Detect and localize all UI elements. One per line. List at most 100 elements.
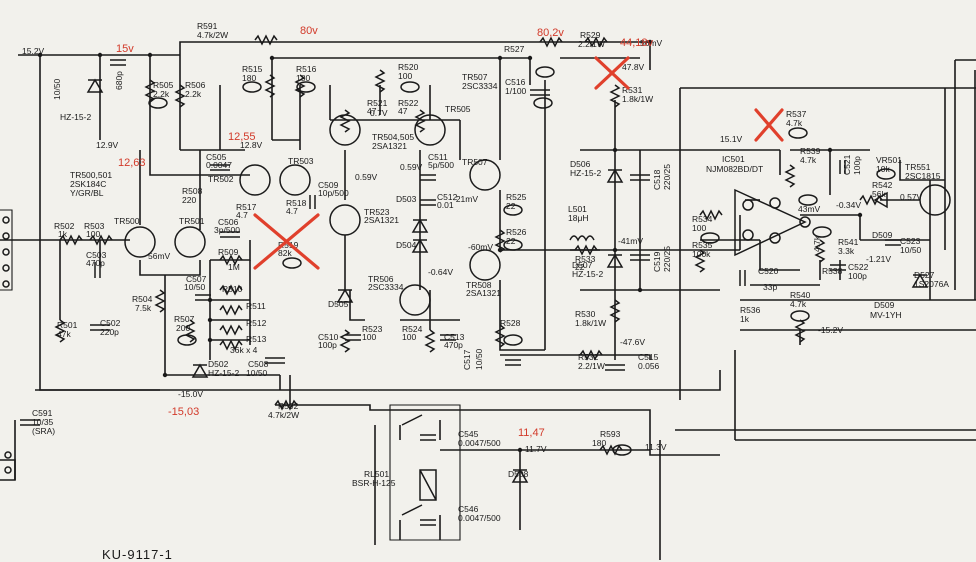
label-d503: D503 bbox=[396, 194, 417, 204]
type-c591: (SRA) bbox=[32, 426, 55, 436]
value-tr523: 2SA1321 bbox=[364, 215, 399, 225]
value-r509: 1M bbox=[228, 262, 240, 272]
label-r524: R524 bbox=[402, 324, 423, 334]
net-v21mv: -21mV bbox=[453, 194, 478, 204]
value-r524: 100 bbox=[402, 332, 416, 342]
annotation-12-55: 12,55 bbox=[228, 131, 256, 143]
value-r532: 2.2/1W bbox=[578, 361, 605, 371]
value-r539: 4.7k bbox=[800, 155, 817, 165]
label-d504: D504 bbox=[396, 240, 417, 250]
label-tr508: TR508 bbox=[466, 280, 492, 290]
value-r506: 2.2k bbox=[185, 89, 202, 99]
label-c502: C502 bbox=[100, 318, 121, 328]
label-r503: R503 bbox=[84, 221, 105, 231]
net-v1-21: -1.21V bbox=[866, 254, 891, 264]
value-c521: 100p bbox=[852, 156, 862, 175]
label-r509: R509 bbox=[218, 247, 239, 257]
value-c510: 100p bbox=[318, 340, 337, 350]
label-r536: R536 bbox=[740, 305, 761, 315]
label-c503: C503 bbox=[86, 250, 107, 260]
label-c508: C508 bbox=[248, 359, 269, 369]
label-r520: R520 bbox=[398, 62, 419, 72]
value-tr507: 2SC3334 bbox=[462, 81, 498, 91]
value-r536: 1k bbox=[740, 314, 750, 324]
net-v15-1: 15.1V bbox=[720, 134, 743, 144]
value-rl501: BSR-H-125 bbox=[352, 478, 396, 488]
label-tr507: TR507 bbox=[462, 72, 488, 82]
net-v43mv: 43mV bbox=[798, 204, 821, 214]
value-c545: 0.0047/500 bbox=[458, 438, 501, 448]
label-r527: R527 bbox=[504, 44, 525, 54]
label-c519: C519 bbox=[652, 251, 662, 272]
label-d501: HZ-15-2 bbox=[60, 112, 91, 122]
label-l501: L501 bbox=[568, 204, 587, 214]
label-r535: R535 bbox=[692, 240, 713, 250]
label-r507: R507 bbox=[174, 314, 195, 324]
value-c503: 470p bbox=[86, 258, 105, 268]
label-d509: D509 bbox=[874, 300, 895, 310]
value-r518: 4.7 bbox=[286, 206, 298, 216]
label-d502: D502 bbox=[208, 359, 229, 369]
net-v11-7: 11.7V bbox=[525, 444, 547, 454]
value-r501: 47k bbox=[57, 329, 71, 339]
value-c505: 0.0047 bbox=[206, 160, 232, 170]
value-r517: 4.7 bbox=[236, 210, 248, 220]
value-c515-top: 56mV bbox=[640, 38, 663, 48]
value-r525: 22 bbox=[506, 201, 516, 211]
net-v56mv: 56mV bbox=[148, 251, 171, 261]
annotation-12-63: 12,63 bbox=[118, 157, 146, 169]
label-r533: R533 bbox=[575, 254, 596, 264]
label-r502: R502 bbox=[54, 221, 75, 231]
value-r519: 82k bbox=[278, 248, 292, 258]
label-c515: C515 bbox=[638, 352, 659, 362]
label-tr502: TR502 bbox=[208, 174, 234, 184]
label-tr503: TR503 bbox=[288, 156, 314, 166]
label-tr506: TR506 bbox=[368, 274, 394, 284]
label-d508: D508 bbox=[508, 469, 529, 479]
label-tr504: TR504,505 bbox=[372, 132, 414, 142]
label-r522: R522 bbox=[398, 98, 419, 108]
label-r593: R593 bbox=[600, 429, 621, 439]
value-r537: 4.7k bbox=[786, 118, 803, 128]
value-r504: 7.5k bbox=[135, 303, 152, 313]
label-c516: C516 bbox=[505, 77, 526, 87]
value-c520: 33p bbox=[763, 282, 777, 292]
value-c591: 10/35 bbox=[32, 417, 54, 427]
label-c591: C591 bbox=[32, 408, 53, 418]
label-c680: 680p bbox=[114, 71, 124, 90]
label-d506: D506 bbox=[570, 159, 591, 169]
value-c518: 220/25 bbox=[662, 164, 672, 190]
label-c520: C520 bbox=[758, 266, 779, 276]
label-r525: R525 bbox=[506, 192, 527, 202]
value-d502: HZ-15-2 bbox=[208, 368, 239, 378]
net-v0-64: -0.64V bbox=[428, 267, 453, 277]
value-c508: 10/50 bbox=[246, 368, 268, 378]
label-tr505: TR505 bbox=[445, 104, 471, 114]
value-tr508: 2SA1321 bbox=[466, 288, 501, 298]
label-r540-vert: 4.7k bbox=[812, 235, 822, 252]
value-r541: 3.3k bbox=[838, 246, 855, 256]
label-d527: D527 bbox=[914, 270, 935, 280]
value-r533: 22 bbox=[575, 262, 585, 272]
value-r503: 100 bbox=[86, 229, 100, 239]
cross-mark-r537 bbox=[754, 108, 784, 142]
value-c519: 220/25 bbox=[662, 246, 672, 272]
value-r591: 4.7k/2W bbox=[197, 30, 228, 40]
value-tr506: 2SC3334 bbox=[368, 282, 404, 292]
net-v0-59a: 0.59V bbox=[355, 172, 378, 182]
label-c511: C511 bbox=[428, 152, 448, 162]
value-tr551: 2SC1815 bbox=[905, 171, 941, 181]
label-r508: R508 bbox=[182, 186, 203, 196]
value-c516: 1/100 bbox=[505, 86, 527, 96]
label-c518: C518 bbox=[652, 169, 662, 190]
value-r535: 100k bbox=[692, 249, 711, 259]
label-tr501: TR501 bbox=[179, 216, 205, 226]
net-neg15-0: -15.0V bbox=[178, 389, 203, 399]
label-r539: R539 bbox=[800, 146, 821, 156]
cross-mark-r519 bbox=[253, 213, 320, 270]
label-c506: C506 bbox=[218, 217, 239, 227]
net-v0-57: 0.57V bbox=[900, 192, 923, 202]
label-r516: R516 bbox=[296, 64, 317, 74]
net-v12-9: 12.9V bbox=[96, 140, 119, 150]
